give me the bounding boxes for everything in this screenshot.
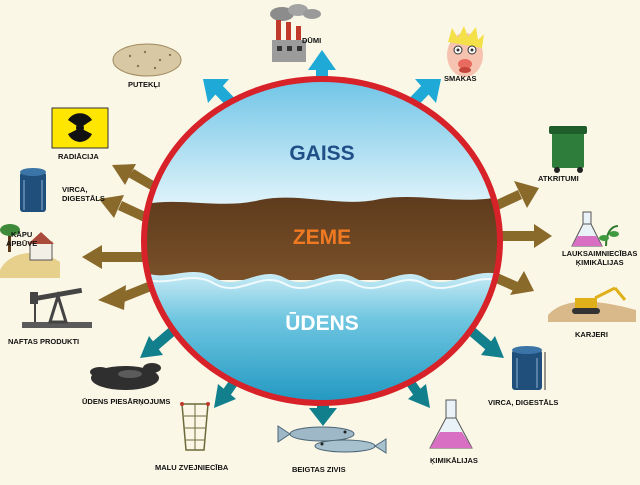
- label-kimikalijas: ĶIMIKĀLIJAS: [430, 456, 478, 465]
- label-radiacija: RADIĀCIJA: [58, 152, 99, 161]
- dune-house-icon: [0, 224, 60, 278]
- label-kapu-apbuve-line1: KĀPU: [11, 230, 33, 239]
- storage-tank-icon: [512, 346, 546, 390]
- label-virca-right: VIRCA, DIGESTĀLS: [488, 398, 559, 407]
- dead-fish-icon: [277, 425, 387, 454]
- label-virca-left: VIRCA, DIGESTĀLS: [62, 185, 105, 203]
- dust-cloud-icon: [112, 43, 182, 77]
- label-beigtas-zivis: BEIGTAS ZIVIS: [292, 465, 346, 474]
- oil-spill-icon: [90, 363, 161, 390]
- label-atkritumi: ATKRITUMI: [538, 174, 579, 183]
- excavator-icon: [548, 286, 636, 322]
- factory-smoke-icon: [270, 4, 321, 62]
- label-malu-zvejnieciba: MALU ZVEJNIECĪBA: [155, 463, 229, 472]
- arrow-to-lauksaimniecibas: [500, 224, 552, 248]
- label-udens-piesarnojums: ŪDENS PIESĀRŅOJUMS: [82, 397, 171, 406]
- radiation-sign-icon: [51, 107, 109, 149]
- zone-label-water: ŪDENS: [285, 312, 359, 335]
- chemical-flask-icon: [429, 399, 473, 449]
- label-kapu-apbuve-line2: APBŪVE: [6, 239, 38, 248]
- label-lauksaimniecibas: LAUKSAIMNIECĪBAS ĶIMIKĀLIJAS: [562, 249, 637, 267]
- trash-bin-icon: [549, 126, 587, 173]
- face-holding-nose-icon: [447, 26, 484, 77]
- oil-pump-icon: [22, 287, 92, 328]
- arrow-to-naftas: [98, 281, 154, 310]
- flask-with-plant-icon: [571, 211, 619, 247]
- oval-ring: [141, 76, 503, 406]
- environment-oval: [141, 76, 503, 406]
- land-layer: [144, 196, 500, 280]
- icons-group: [0, 4, 636, 454]
- label-putekli: PUTEKĻI: [128, 80, 161, 89]
- storage-tank-icon: [20, 168, 46, 212]
- fishing-net-icon: [180, 402, 210, 451]
- label-kapu-apbuve: KĀPU APBŪVE: [6, 230, 37, 248]
- wave-line: [144, 275, 500, 290]
- label-dumi: DŪMI: [302, 36, 322, 45]
- water-layer: [144, 270, 500, 403]
- zone-label-air: GAISS: [289, 142, 355, 165]
- arrow-to-virca-left: [99, 195, 150, 223]
- label-lauksaimniecibas-line1: LAUKSAIMNIECĪBAS: [562, 249, 638, 258]
- label-virca-left-line1: VIRCA,: [62, 185, 88, 194]
- zone-label-land: ZEME: [292, 226, 352, 249]
- label-virca-left-line2: DIGESTĀLS: [62, 194, 105, 203]
- label-karjeri: KARJERI: [575, 330, 608, 339]
- label-lauksaimniecibas-line2: ĶIMIKĀLIJAS: [575, 258, 624, 267]
- label-smakas: SMAKAS: [444, 74, 477, 83]
- arrow-to-kapu-apbuve: [82, 245, 148, 269]
- label-naftas-produkti: NAFTAS PRODUKTI: [8, 337, 80, 346]
